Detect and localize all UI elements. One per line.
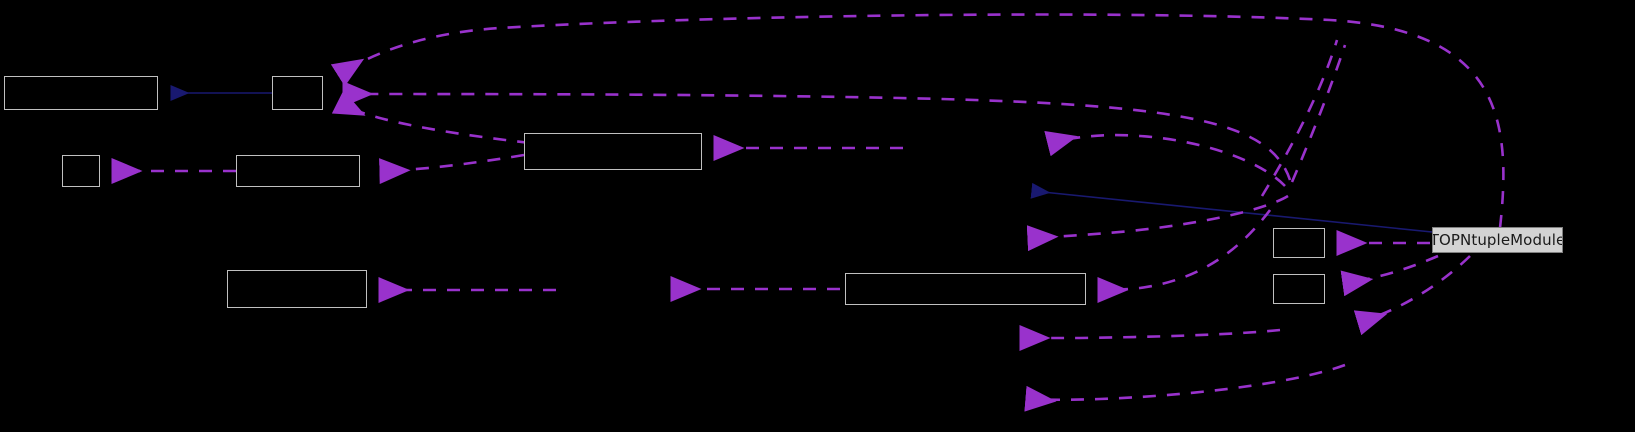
graph-node[interactable] [62, 155, 100, 187]
edge-ref-hub-to-n7 [1097, 209, 1272, 304]
inheritance-edges [170, 85, 1433, 233]
edge-ref-n10-to-n9 [1340, 254, 1439, 297]
graph-node-topntuplemodule[interactable]: TOPNtupleModule [1432, 227, 1563, 253]
graph-node[interactable] [272, 76, 323, 110]
edge-ref-mid-sweep [342, 80, 1292, 181]
edge-ref-top-sweep [330, 13, 1505, 229]
edge-ref-n5-to-n2 [331, 90, 531, 145]
graph-node[interactable] [524, 133, 702, 170]
edge-ref-hub-to-upper-left [1044, 131, 1286, 187]
graph-node[interactable] [1273, 274, 1325, 304]
graph-node[interactable] [845, 273, 1086, 305]
edge-ref-hub-to-low-left [1019, 325, 1281, 351]
edge-ref-hub-to-bottom-left [1024, 363, 1346, 412]
edge-ref-n5-to-n4 [379, 153, 525, 185]
graph-node[interactable] [236, 155, 360, 187]
edge-ref-hub-riser-2 [1260, 39, 1339, 197]
graph-node[interactable] [4, 76, 158, 110]
reference-edges [111, 13, 1505, 412]
graph-node[interactable] [1273, 228, 1325, 258]
graph-node[interactable] [227, 270, 367, 308]
edge-ref-hub-riser [1290, 44, 1347, 183]
edge-ref-hub-to-mid-left [1026, 194, 1289, 252]
graph-node-label: TOPNtupleModule [1432, 231, 1563, 249]
edge-n10-to-hub [1030, 182, 1433, 233]
